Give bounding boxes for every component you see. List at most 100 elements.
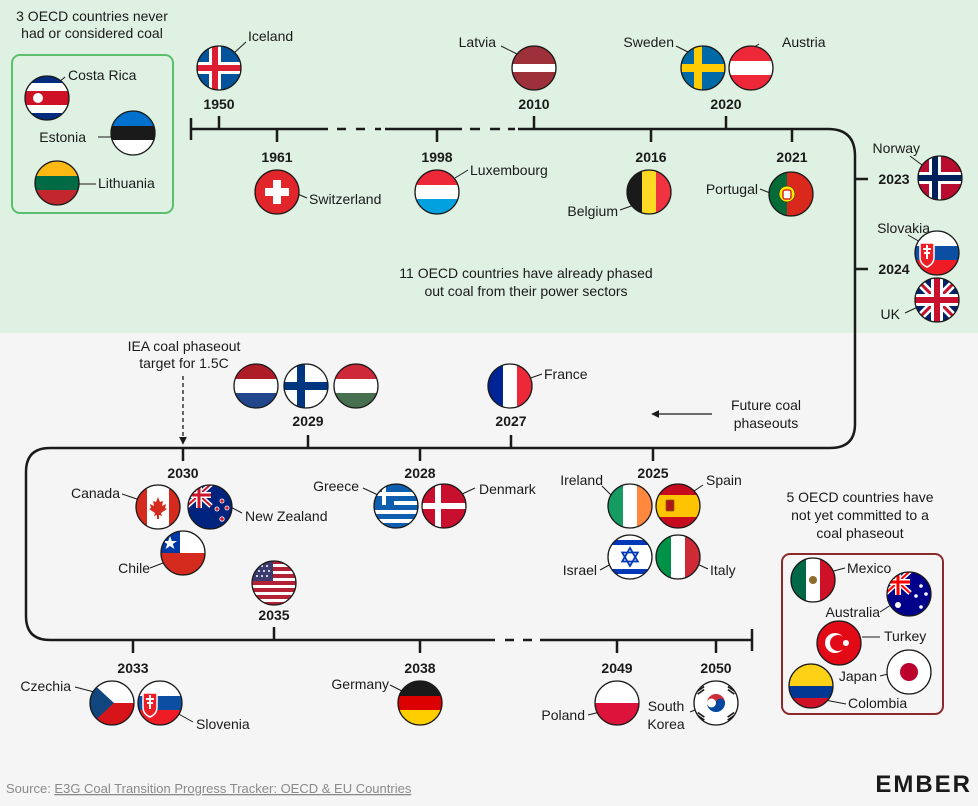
flag-norway <box>917 155 963 201</box>
label-chile: Chile <box>118 560 150 576</box>
not-committed-box <box>781 553 944 715</box>
flag-mexico <box>790 557 836 603</box>
label-ireland: Ireland <box>560 472 603 488</box>
flag-spain <box>655 483 701 529</box>
label-korea: Korea <box>647 716 685 732</box>
label-connectors <box>51 41 923 723</box>
label-belgium: Belgium <box>567 203 618 219</box>
label-austria: Austria <box>782 34 826 50</box>
source-text: Source: E3G Coal Transition Progress Tra… <box>6 781 412 796</box>
flag-finland <box>283 363 329 409</box>
flag-czechia <box>89 680 135 726</box>
flag-denmark <box>421 483 467 529</box>
label-japan: Japan <box>839 668 877 684</box>
ember-logo: EMBER <box>875 771 972 798</box>
flags <box>24 45 963 726</box>
flag-turkey <box>816 620 862 666</box>
timeline-lines <box>24 116 868 653</box>
label-israel: Israel <box>563 562 597 578</box>
label-slovenia: Slovenia <box>196 716 250 732</box>
label-turkey: Turkey <box>884 628 926 644</box>
notes: 3 OECD countries never had or considered… <box>16 8 934 541</box>
year-2025: 2025 <box>637 465 668 481</box>
year-2033: 2033 <box>117 660 148 676</box>
year-2027: 2027 <box>495 413 526 429</box>
label-france: France <box>544 366 588 382</box>
flag-south-korea <box>693 680 739 726</box>
flag-hungary <box>333 363 379 409</box>
label-czechia: Czechia <box>20 678 71 694</box>
year-1950: 1950 <box>203 96 234 112</box>
flag-ireland <box>607 483 653 529</box>
flag-portugal <box>768 171 814 217</box>
label-costa-rica: Costa Rica <box>68 67 137 83</box>
year-2049: 2049 <box>601 660 632 676</box>
label-colombia: Colombia <box>848 695 907 711</box>
not-committed-title-1: 5 OECD countries have <box>786 489 933 505</box>
year-2035: 2035 <box>258 607 289 623</box>
iea-note-2: target for 1.5C <box>139 355 229 371</box>
future-label-2: phaseouts <box>734 415 799 431</box>
flag-japan <box>886 649 932 695</box>
year-1998: 1998 <box>421 149 452 165</box>
never-box-title-1: 3 OECD countries never <box>16 8 168 24</box>
flag-canada <box>135 484 181 530</box>
flag-lithuania <box>34 160 80 206</box>
label-denmark: Denmark <box>479 481 537 497</box>
flag-israel <box>607 534 653 580</box>
flag-sweden <box>680 45 726 91</box>
not-committed-title-2: not yet committed to a <box>791 507 929 523</box>
label-south: South <box>648 698 685 714</box>
source-prefix: Source: <box>6 781 54 796</box>
never-box-title-2: had or considered coal <box>21 25 163 41</box>
year-2050: 2050 <box>700 660 731 676</box>
label-iceland: Iceland <box>248 28 293 44</box>
flag-netherlands <box>233 363 279 409</box>
flag-costa-rica <box>24 75 70 121</box>
label-germany: Germany <box>331 676 389 692</box>
flag-luxembourg <box>414 169 460 215</box>
flag-australia <box>886 571 932 617</box>
flag-slovakia-2033 <box>137 680 183 726</box>
label-slovakia: Slovakia <box>877 220 930 236</box>
flag-poland <box>594 680 640 726</box>
flag-uk <box>914 277 960 323</box>
country-labels: Iceland Switzerland Luxembourg Latvia Be… <box>20 28 930 732</box>
year-1961: 1961 <box>261 149 292 165</box>
never-had-coal-box <box>11 54 174 214</box>
flag-usa <box>251 560 297 606</box>
flag-switzerland <box>254 169 300 215</box>
label-italy: Italy <box>710 562 736 578</box>
flag-colombia <box>788 663 834 709</box>
flag-italy <box>655 534 701 580</box>
year-2023: 2023 <box>878 171 909 187</box>
year-2029: 2029 <box>292 413 323 429</box>
year-2016: 2016 <box>635 149 666 165</box>
label-poland: Poland <box>541 707 585 723</box>
label-latvia: Latvia <box>459 34 497 50</box>
label-estonia: Estonia <box>39 129 86 145</box>
source-link[interactable]: E3G Coal Transition Progress Tracker: OE… <box>54 781 411 796</box>
year-2024: 2024 <box>878 261 909 277</box>
year-2028: 2028 <box>404 465 435 481</box>
label-uk: UK <box>881 306 901 322</box>
year-2020: 2020 <box>710 96 741 112</box>
label-greece: Greece <box>313 478 359 494</box>
flag-latvia <box>511 45 557 91</box>
label-switzerland: Switzerland <box>309 191 381 207</box>
iea-note-1: IEA coal phaseout <box>128 338 241 354</box>
phased-note-2: out coal from their power sectors <box>424 283 627 299</box>
flag-france <box>487 363 533 409</box>
label-luxembourg: Luxembourg <box>470 162 548 178</box>
not-committed-title-3: coal phaseout <box>816 525 903 541</box>
flag-germany <box>397 680 443 726</box>
year-2010: 2010 <box>518 96 549 112</box>
year-labels: 1950 1961 1998 2010 2016 2020 2021 2023 … <box>117 96 909 676</box>
year-2021: 2021 <box>776 149 807 165</box>
label-canada: Canada <box>71 485 120 501</box>
label-portugal: Portugal <box>706 181 758 197</box>
label-spain: Spain <box>706 472 742 488</box>
label-australia: Australia <box>826 604 881 620</box>
flag-iceland <box>196 45 242 91</box>
